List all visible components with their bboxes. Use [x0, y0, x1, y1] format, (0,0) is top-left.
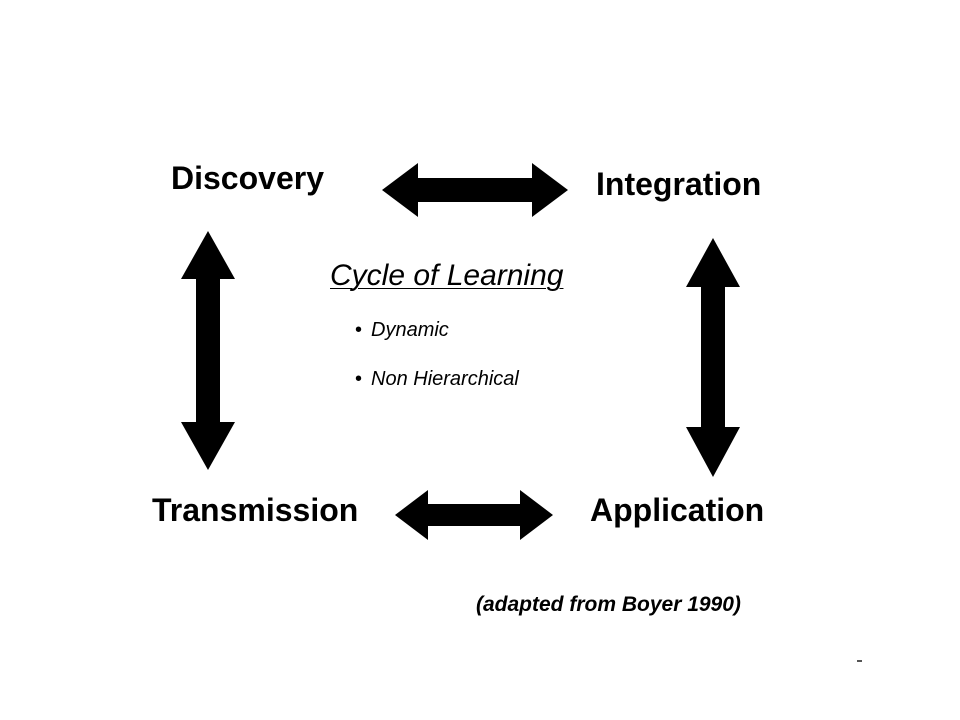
arrow-discovery-integration [382, 163, 568, 217]
stray-mark [857, 660, 862, 662]
node-transmission: Transmission [152, 492, 359, 528]
node-application: Application [590, 492, 765, 528]
attribution-caption: (adapted from Boyer 1990) [476, 593, 741, 616]
bullet-text: Dynamic [371, 319, 449, 341]
bullet-text: Non Hierarchical [371, 368, 519, 390]
bullet-marker: • [355, 319, 363, 341]
center-title: Cycle of Learning [330, 259, 564, 292]
node-integration: Integration [596, 166, 762, 202]
bullet-item-dynamic: • Dynamic [355, 318, 449, 342]
arrow-transmission-discovery [181, 231, 235, 470]
bullet-item-non-hierarchical: • Non Hierarchical [355, 367, 519, 391]
bullet-marker: • [355, 368, 363, 390]
arrow-application-transmission [395, 490, 553, 540]
node-discovery: Discovery [171, 160, 324, 196]
arrow-integration-application [686, 238, 740, 477]
